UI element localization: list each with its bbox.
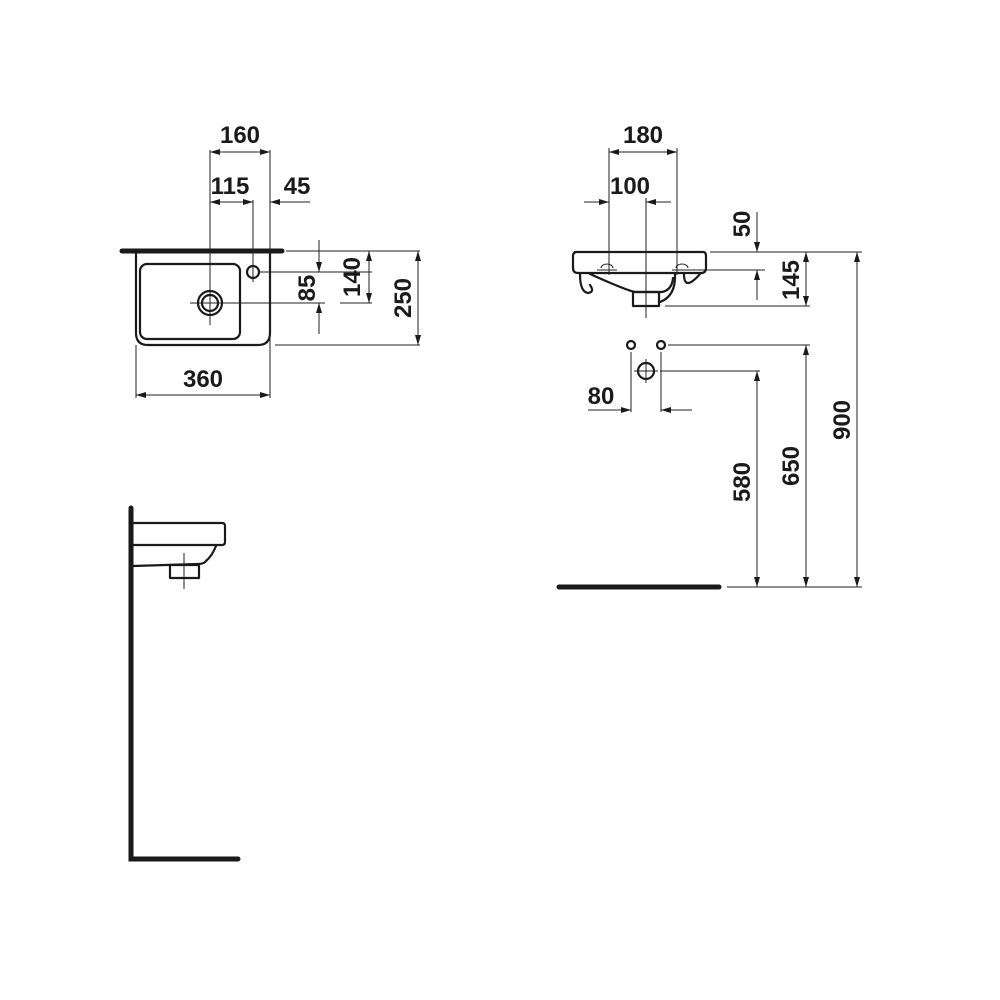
dim-tap-depth: 140 bbox=[339, 257, 366, 297]
tap-markers bbox=[600, 263, 689, 269]
dim-waste-height: 580 bbox=[729, 462, 756, 502]
top-view: 160 115 45 360 85 140 250 bbox=[119, 122, 421, 398]
bowl-outline bbox=[138, 262, 242, 341]
dim-width-overall: 160 bbox=[220, 122, 260, 149]
dim-basin-depth: 250 bbox=[390, 278, 417, 318]
front-lip bbox=[578, 272, 594, 295]
basin-side-bowl bbox=[131, 544, 218, 568]
dim-supply-height: 650 bbox=[778, 446, 805, 486]
supply-point-left-icon bbox=[625, 339, 637, 351]
basin-outline bbox=[134, 251, 272, 347]
basin-side-rim bbox=[131, 521, 227, 547]
dim-tap-offset: 45 bbox=[284, 173, 311, 200]
dim-rim-to-tap: 50 bbox=[729, 211, 756, 238]
dim-basin-height: 145 bbox=[778, 260, 805, 300]
bowl-underside bbox=[588, 272, 675, 294]
side-curve bbox=[658, 272, 702, 304]
front-view: 180 100 50 145 80 580 bbox=[556, 122, 862, 590]
dim-waste-offset: 115 bbox=[211, 173, 250, 200]
wall-floor-outline bbox=[128, 505, 241, 862]
side-view bbox=[128, 505, 241, 862]
dim-supply-spacing: 80 bbox=[588, 383, 615, 410]
dim-rim-height: 900 bbox=[829, 400, 856, 440]
dim-waste-center: 100 bbox=[610, 173, 650, 200]
basin-rim bbox=[571, 250, 708, 275]
dim-tap-spacing: 180 bbox=[623, 122, 663, 149]
dim-waste-depth: 85 bbox=[294, 275, 321, 302]
supply-point-right-icon bbox=[655, 339, 667, 351]
dim-basin-width: 360 bbox=[183, 366, 223, 393]
